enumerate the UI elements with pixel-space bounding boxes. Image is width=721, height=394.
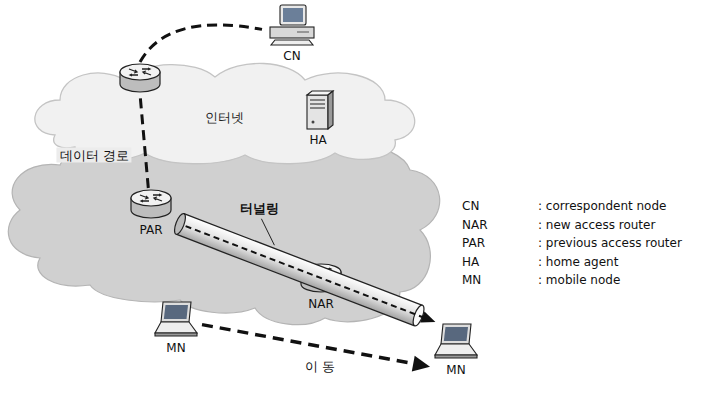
router-node: PAR xyxy=(122,188,180,250)
abbreviation: HA xyxy=(462,255,479,269)
abbreviation: PAR xyxy=(462,236,485,250)
node-label: MN xyxy=(166,341,185,355)
tunnel-cap xyxy=(172,212,187,235)
arrow-head xyxy=(420,311,435,322)
laptop-node: MN xyxy=(150,300,202,366)
node-label: PAR xyxy=(139,223,162,237)
laptop-icon xyxy=(433,322,479,360)
abbreviation: CN xyxy=(462,199,479,213)
abbreviation-meaning: : previous access router xyxy=(538,236,682,250)
server-node: HA xyxy=(295,90,341,152)
abbreviation-meaning: : home agent xyxy=(538,255,618,269)
connector xyxy=(172,212,435,327)
node-label: MN xyxy=(446,363,465,377)
laptop-icon xyxy=(153,300,199,338)
connector-label: 데이터 경로 xyxy=(57,148,132,163)
leader-line xyxy=(261,219,274,245)
abbreviation: MN xyxy=(462,273,481,287)
node-label: HA xyxy=(309,133,326,147)
computer-icon xyxy=(267,4,317,46)
arrow-head xyxy=(412,356,430,372)
abbreviation-meaning: : correspondent node xyxy=(538,199,666,213)
connector xyxy=(140,25,262,188)
router-symbol xyxy=(120,64,160,92)
cloud-label: 인터넷 xyxy=(205,110,244,125)
tunnel-edge xyxy=(184,214,423,306)
laptop-node: MN xyxy=(430,322,482,388)
connector-label: 터널링 xyxy=(240,201,279,216)
node-label: CN xyxy=(283,49,300,63)
tunnel-flow-line xyxy=(186,226,425,318)
abbreviation-meaning: : new access router xyxy=(538,218,655,232)
router-icon xyxy=(129,188,173,220)
abbreviation-meaning: : mobile node xyxy=(538,273,620,287)
computer-node: CN xyxy=(262,4,322,66)
data-path-line xyxy=(140,25,262,188)
node-label: NAR xyxy=(308,297,334,311)
server-icon xyxy=(301,90,335,130)
tunnel-edge xyxy=(176,234,415,326)
abbreviation: NAR xyxy=(462,218,488,232)
connector-label: 이 동 xyxy=(305,358,335,373)
